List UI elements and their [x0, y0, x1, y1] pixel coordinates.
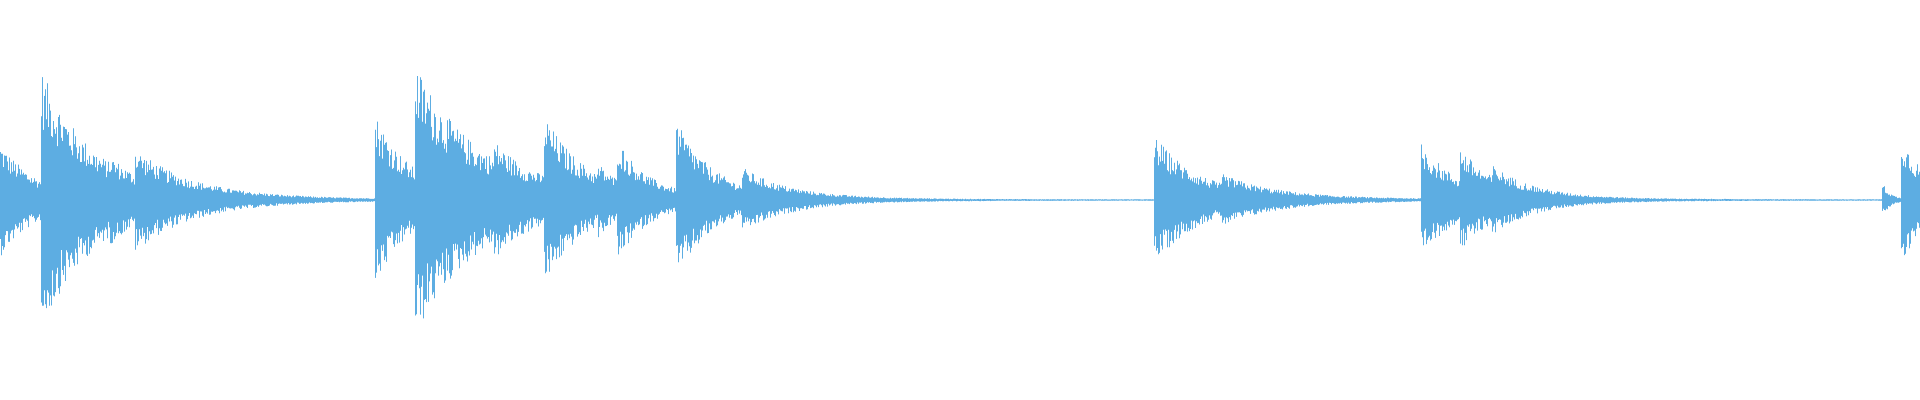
waveform-envelope — [0, 76, 1920, 319]
